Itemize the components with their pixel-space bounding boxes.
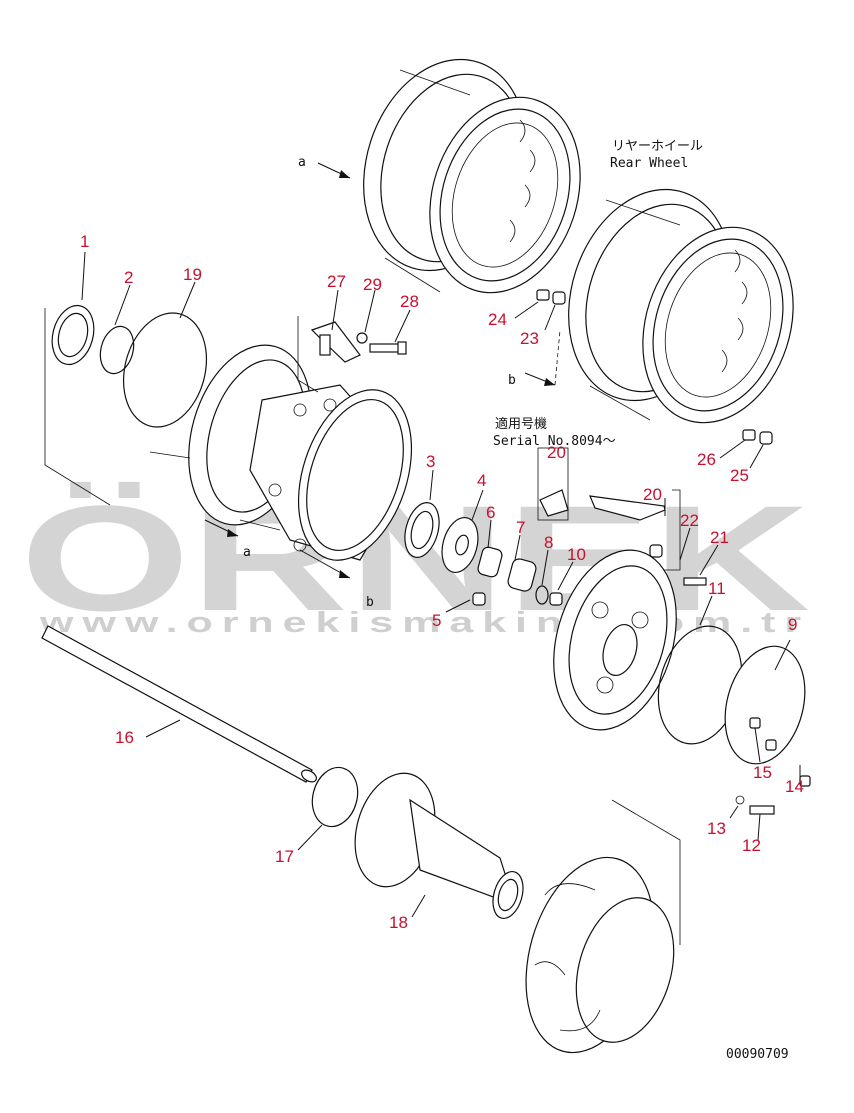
part-label[interactable]: 29 xyxy=(363,275,382,294)
part-label[interactable]: 20 xyxy=(547,443,566,462)
part-label[interactable]: 24 xyxy=(488,310,507,329)
part-label[interactable]: 17 xyxy=(275,847,294,866)
part-label[interactable]: 11 xyxy=(708,579,726,598)
planet-carrier xyxy=(553,544,811,815)
rear-wheel-label-jp: リヤーホイール xyxy=(612,139,703,154)
view-marker-b-top: b xyxy=(508,373,516,388)
part-label[interactable]: 4 xyxy=(477,471,486,490)
bearing-and-hub-parts xyxy=(404,502,563,606)
o-ring-18 xyxy=(311,766,359,828)
part-label[interactable]: 21 xyxy=(710,528,729,547)
hub-housing xyxy=(149,344,413,561)
view-arrows-top xyxy=(317,162,561,386)
part-label[interactable]: 10 xyxy=(567,545,586,564)
part-label[interactable]: 27 xyxy=(327,272,346,291)
watermark-brand: ÖRNEK xyxy=(20,474,810,642)
serial-label-en: Serial No.8094～ xyxy=(493,434,616,449)
drawing-code: 00090709 xyxy=(726,1047,789,1062)
watermark-url: www.ornekismakina.com.tr xyxy=(39,607,810,639)
part-label[interactable]: 14 xyxy=(785,777,804,796)
wheel-nuts xyxy=(536,289,773,445)
part-label[interactable]: 16 xyxy=(115,728,134,747)
spindle xyxy=(354,772,524,919)
view-marker-a-hub: a xyxy=(243,545,251,560)
leader-lines xyxy=(81,251,801,918)
seal-and-orings xyxy=(44,304,208,506)
part-label[interactable]: 13 xyxy=(707,819,726,838)
rear-wheel-label-en: Rear Wheel xyxy=(610,156,688,171)
part-label[interactable]: 12 xyxy=(742,836,761,855)
part-label[interactable]: 1 xyxy=(80,232,89,251)
part-label[interactable]: 6 xyxy=(486,503,495,522)
bracket-assembly xyxy=(297,316,407,393)
rear-wheel-upper xyxy=(363,58,581,294)
part-label[interactable]: 20 xyxy=(643,485,662,504)
view-arrows-hub xyxy=(204,519,351,579)
part-label[interactable]: 26 xyxy=(697,450,716,469)
view-marker-b-hub: b xyxy=(366,595,374,610)
part-label[interactable]: 22 xyxy=(680,511,699,530)
part-label[interactable]: 5 xyxy=(432,611,441,630)
part-label[interactable]: 3 xyxy=(426,452,435,471)
axle-shaft xyxy=(41,625,317,783)
part-label[interactable]: 15 xyxy=(753,763,772,782)
part-label[interactable]: 7 xyxy=(516,518,525,537)
annotations: リヤーホイール Rear Wheel 適用号機 Serial No.8094～ … xyxy=(243,139,789,1062)
rear-wheel-lower xyxy=(568,188,794,424)
part-label[interactable]: 28 xyxy=(400,292,419,311)
watermark: ÖRNEK www.ornekismakina.com.tr xyxy=(20,474,810,642)
part-label[interactable]: 8 xyxy=(544,533,553,552)
part-label[interactable]: 23 xyxy=(520,329,539,348)
part-label[interactable]: 18 xyxy=(389,913,408,932)
part-label[interactable]: 19 xyxy=(183,265,202,284)
serial-variant-box xyxy=(537,447,681,571)
part-labels: 1 2 3 4 5 6 7 8 9 10 11 12 13 14 15 16 1… xyxy=(80,232,804,932)
serial-label-jp: 適用号機 xyxy=(495,416,547,432)
part-label[interactable]: 2 xyxy=(124,268,133,287)
view-marker-a-top: a xyxy=(298,155,306,170)
axle-housing xyxy=(525,799,681,1054)
part-label[interactable]: 9 xyxy=(788,615,797,634)
part-label[interactable]: 25 xyxy=(730,466,749,485)
